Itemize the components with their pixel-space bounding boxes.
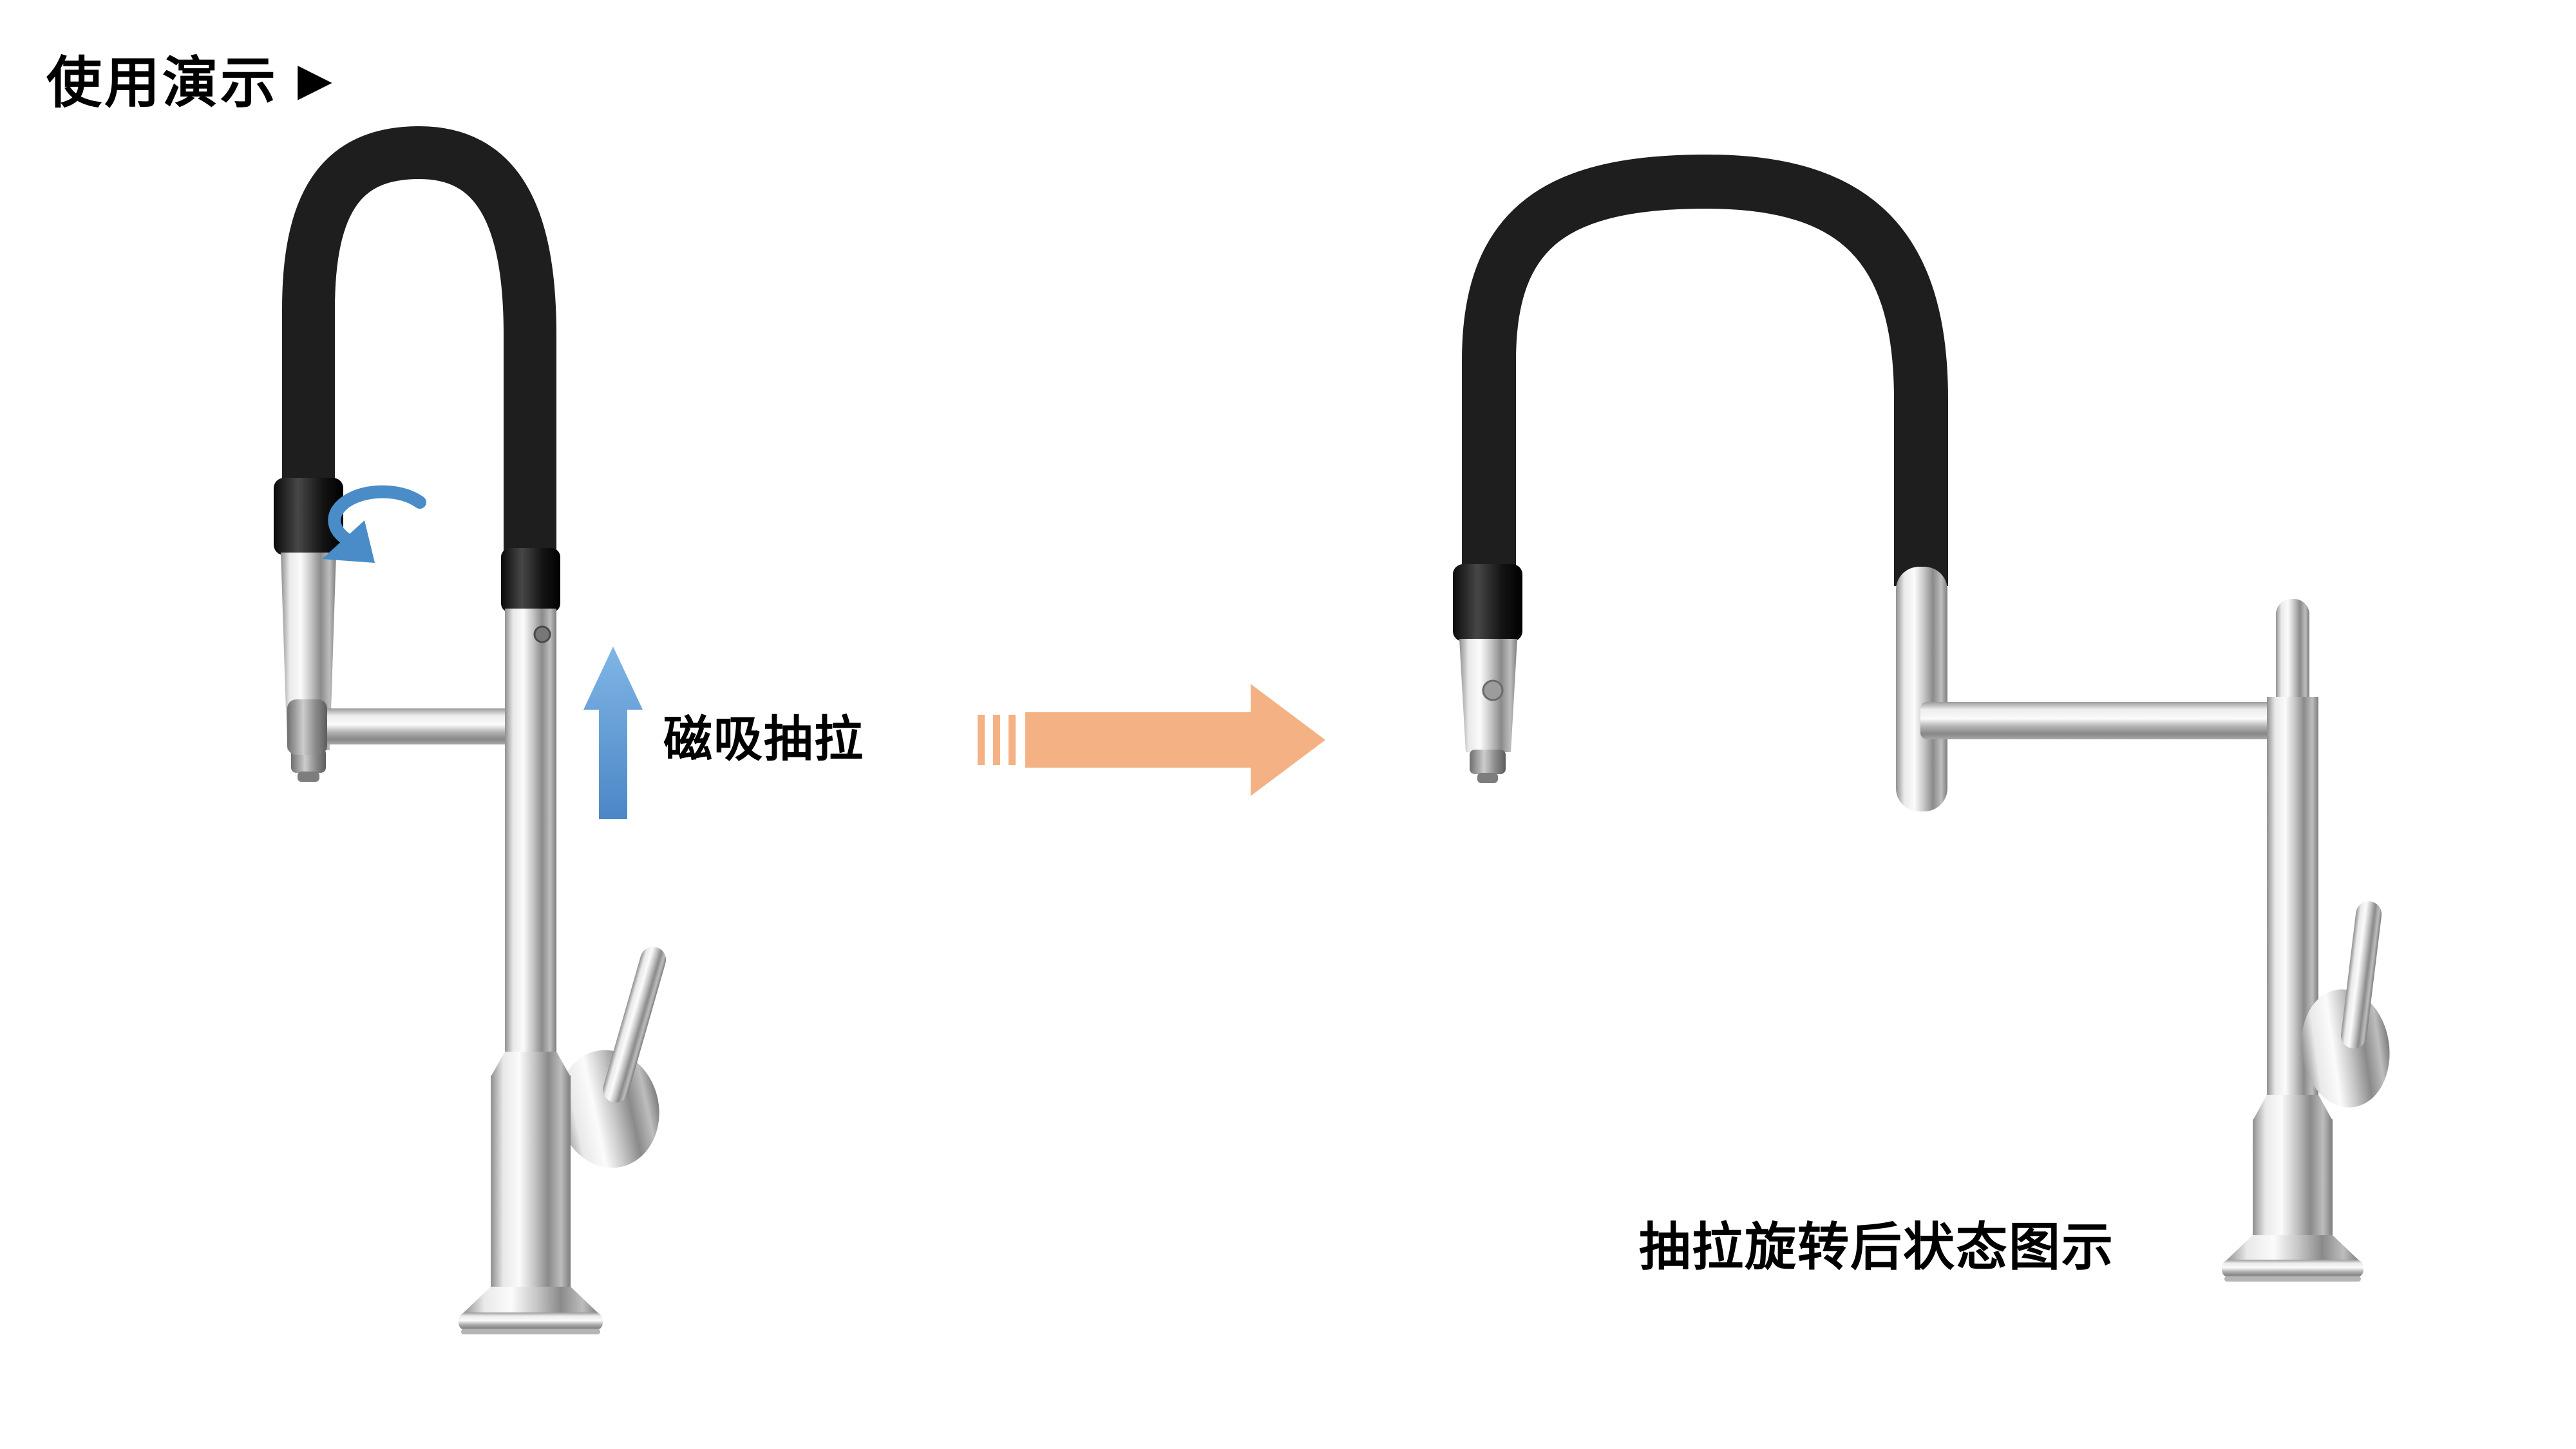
pull-up-arrow-icon: [583, 647, 643, 819]
hose-receiver-tube: [1896, 567, 1947, 811]
base-shadow: [461, 1329, 600, 1334]
handle-lever: [2341, 901, 2382, 1049]
body-cone: [491, 1052, 571, 1077]
spout-arm: [1920, 702, 2294, 739]
base-shadow: [2224, 1276, 2361, 1282]
faucet-body-tube: [505, 609, 556, 1054]
spout-arm: [303, 708, 532, 744]
handle-joint: [558, 1050, 659, 1168]
magnetic-pull-label: 磁吸抽拉: [663, 712, 864, 767]
transition-arrow-icon: [978, 684, 1325, 796]
sprayer-nozzle: [298, 772, 319, 782]
rotation-arrow-icon: [322, 485, 426, 563]
base-flange: [462, 1287, 599, 1314]
sprayer-tip: [1470, 750, 1506, 774]
body-lower-tube: [491, 1075, 571, 1289]
play-triangle-icon: ▶: [298, 53, 335, 104]
body-cone: [2253, 1095, 2333, 1121]
handle-lever: [603, 947, 667, 1103]
page-title-text: 使用演示: [46, 52, 278, 114]
sprayer-button: [1482, 679, 1504, 701]
faucet-rotated-figure: [1453, 154, 2390, 1282]
magnetic-clasp: [287, 699, 327, 755]
right-hose: [1462, 154, 1948, 586]
body-collar: [501, 548, 560, 612]
sprayer-collar: [274, 478, 343, 555]
body-button: [533, 625, 551, 643]
page-title: 使用演示 ▶: [46, 37, 335, 118]
left-hose: [282, 126, 556, 573]
sprayer-collar: [1453, 564, 1522, 641]
rotated-state-label: 抽拉旋转后状态图示: [1639, 1218, 2114, 1276]
sprayer-nozzle: [1477, 773, 1498, 783]
faucet-docked-figure: [274, 126, 667, 1334]
body-lower-tube: [2253, 1119, 2333, 1238]
base-plate: [459, 1312, 603, 1331]
base-plate: [2222, 1260, 2363, 1278]
base-flange: [2226, 1235, 2360, 1261]
body-top-post: [2276, 599, 2309, 715]
